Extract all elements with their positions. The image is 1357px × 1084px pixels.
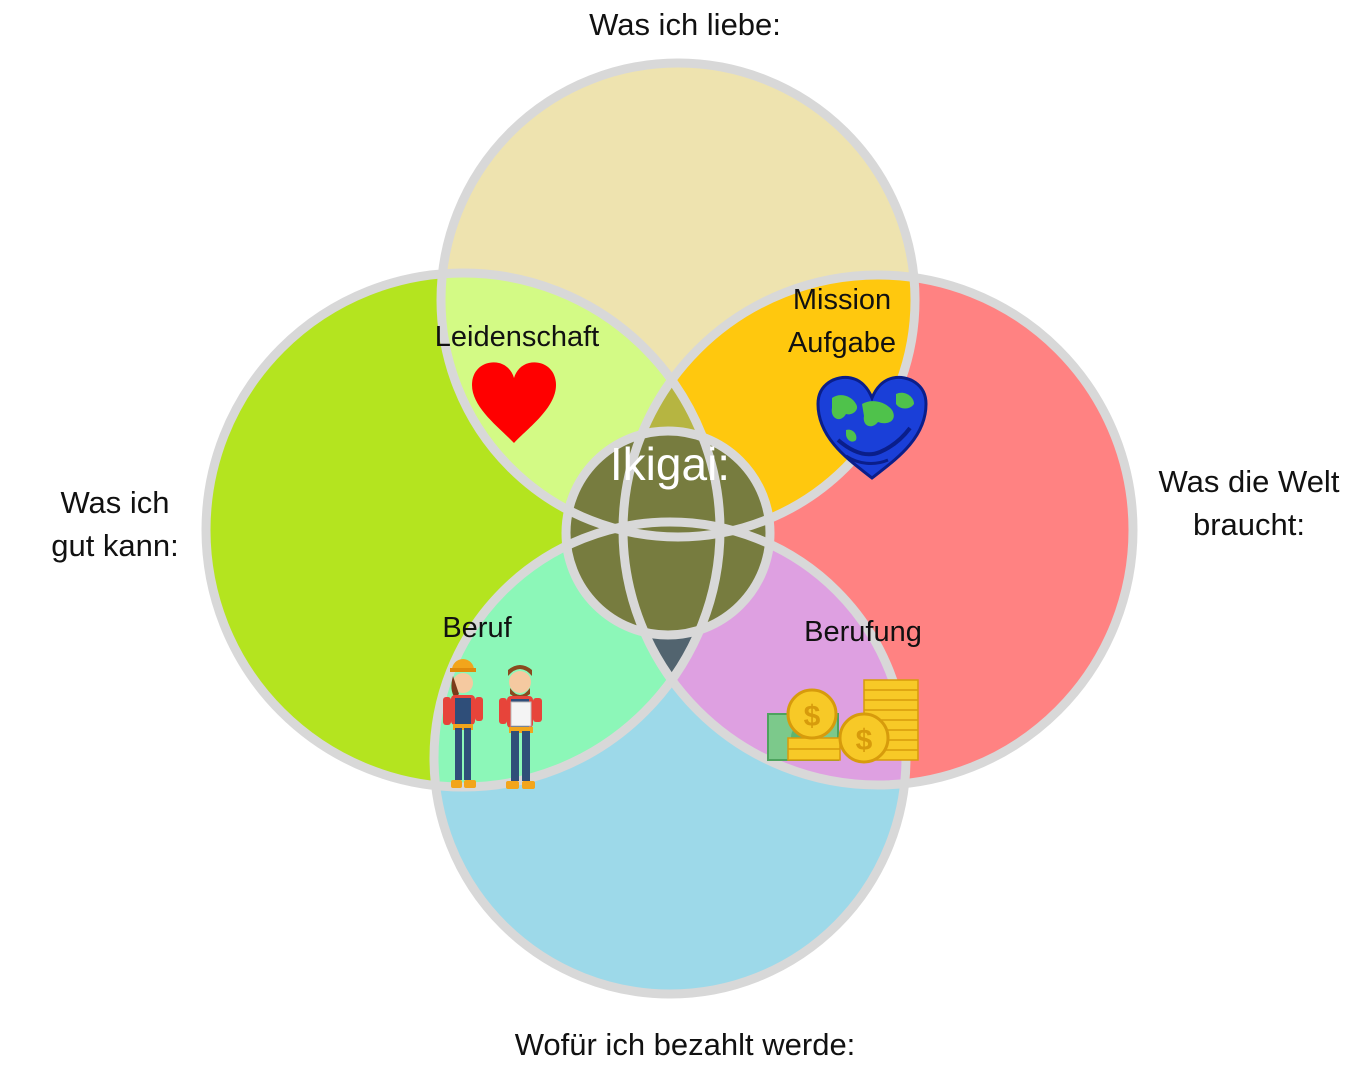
- svg-text:$: $: [804, 700, 821, 733]
- globe-heart-icon: [816, 375, 928, 480]
- workers-icon: [443, 659, 542, 789]
- label-ikigai: Ikigai:: [609, 438, 731, 490]
- label-berufung: Berufung: [804, 616, 922, 648]
- outline-love: [436, 58, 920, 542]
- label-mission-line2: Aufgabe: [787, 327, 897, 359]
- label-good-at-line1: Was ich: [60, 485, 170, 520]
- label-paid-for: Wofür ich bezahlt werde:: [514, 1027, 856, 1062]
- outline-ikigai: [561, 426, 775, 640]
- label-mission: Mission Aufgabe: [752, 279, 932, 365]
- label-good-at-line2: gut kann:: [51, 528, 179, 563]
- label-beruf: Beruf: [442, 612, 512, 644]
- label-mission-line1: Mission: [792, 284, 892, 316]
- label-world-needs: Was die Welt braucht:: [1140, 460, 1357, 546]
- label-good-at: Was ich gut kann:: [20, 481, 210, 567]
- label-leidenschaft: Leidenschaft: [434, 321, 600, 353]
- label-world-needs-line1: Was die Welt: [1158, 464, 1340, 499]
- money-icon: $ $: [767, 679, 919, 764]
- label-world-needs-line2: braucht:: [1192, 507, 1305, 542]
- label-love: Was ich liebe:: [589, 7, 781, 42]
- heart-icon: [472, 362, 556, 443]
- svg-text:$: $: [856, 724, 873, 757]
